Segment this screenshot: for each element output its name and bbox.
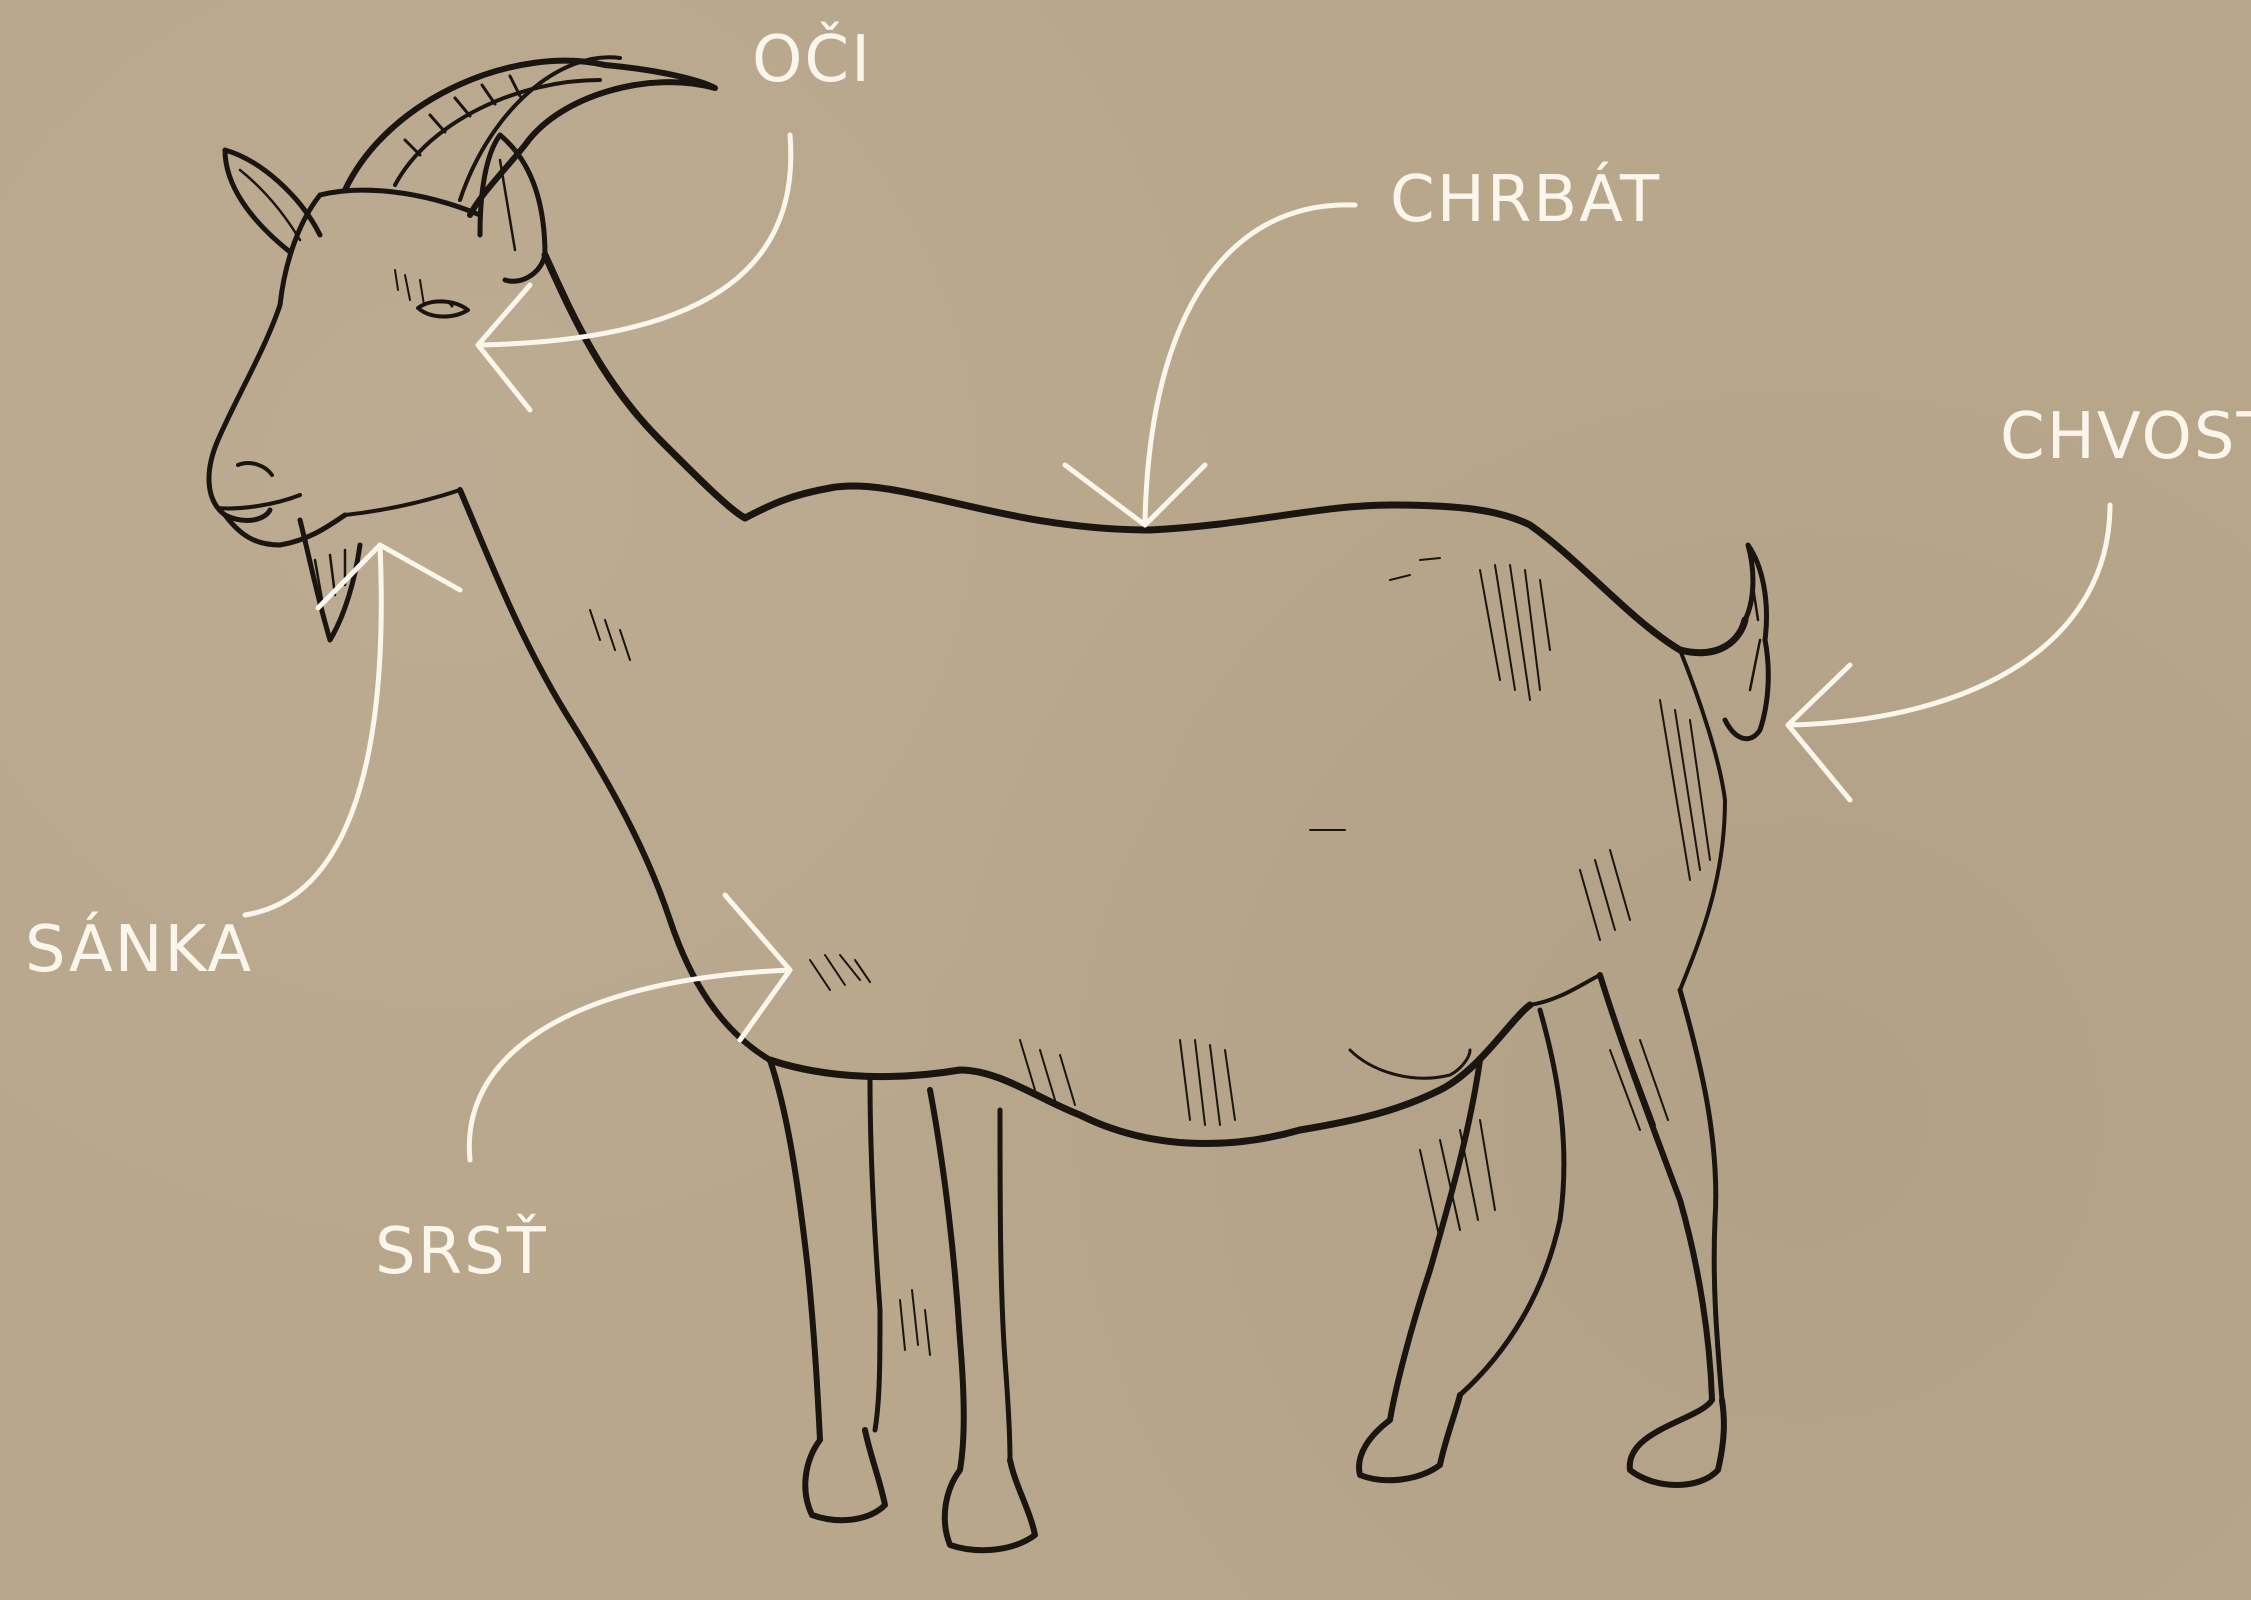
body-outline [460, 255, 1768, 1144]
arrow-sanka [245, 545, 381, 915]
body-hatching [590, 558, 1710, 1125]
head [209, 190, 480, 640]
label-sanka: SÁNKA [25, 918, 253, 982]
label-chrbat: CHRBÁT [1390, 168, 1661, 232]
annotation-arrows [245, 135, 2110, 1160]
ears [225, 135, 545, 281]
back-legs [1359, 975, 1724, 1485]
arrow-srst [469, 970, 790, 1160]
arrow-chvost [1790, 505, 2110, 725]
label-oci: OČI [752, 28, 872, 92]
label-chvost: CHVOST [2000, 405, 2251, 469]
label-srst: SRSŤ [375, 1220, 548, 1284]
arrow-chrbat [1145, 205, 1355, 520]
front-legs [770, 1060, 1035, 1550]
